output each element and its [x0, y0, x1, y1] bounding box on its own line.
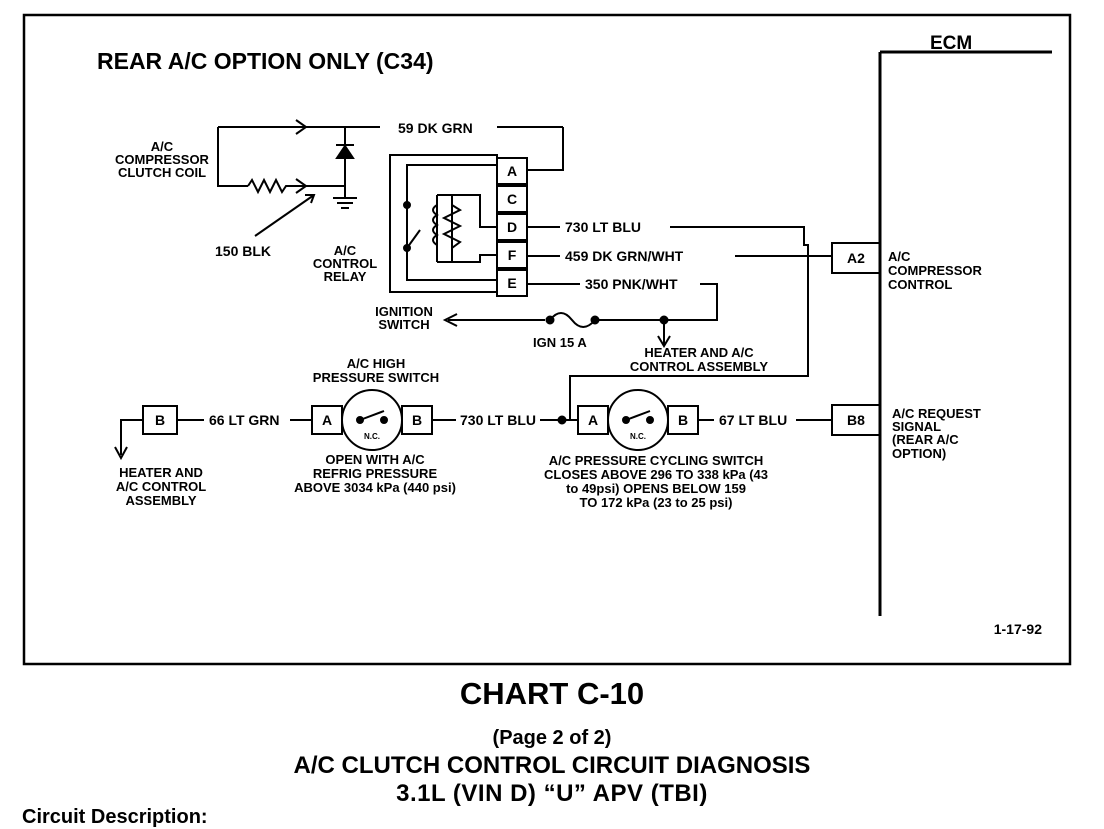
- wire-59-label: 59 DK GRN: [398, 120, 473, 136]
- left-connector-b: B: [155, 412, 165, 428]
- relay-pin-a: A: [507, 163, 517, 179]
- relay-pin-e: E: [507, 275, 516, 291]
- high-switch-desc-3: ABOVE 3034 kPa (440 psi): [294, 480, 456, 495]
- wire-730-bottom-label: 730 LT BLU: [460, 412, 536, 428]
- coil-label-2: COMPRESSOR: [115, 152, 210, 167]
- ecm-a2-label-3: CONTROL: [888, 277, 952, 292]
- circuit-description-heading: Circuit Description:: [22, 806, 208, 828]
- high-switch-title-2: PRESSURE SWITCH: [313, 370, 439, 385]
- cycling-switch-pin-a: A: [588, 412, 598, 428]
- ecm-label: ECM: [930, 33, 972, 54]
- cycling-switch-desc-1: A/C PRESSURE CYCLING SWITCH: [549, 453, 764, 468]
- ecm-b8-label-3: (REAR A/C: [892, 432, 959, 447]
- chart-subtitle: A/C CLUTCH CONTROL CIRCUIT DIAGNOSIS: [293, 752, 811, 779]
- wire-67-label: 67 LT BLU: [719, 412, 787, 428]
- fuse-label: IGN 15 A: [533, 335, 587, 350]
- relay-label-1: A/C: [334, 243, 357, 258]
- wire-150-label: 150 BLK: [215, 243, 271, 259]
- diagram-frame: [22, 13, 1072, 666]
- coil-label-1: A/C: [151, 139, 174, 154]
- hvac-bottom-label-2: A/C CONTROL: [116, 479, 206, 494]
- ignition-label-1: IGNITION: [375, 304, 433, 319]
- high-switch-nc: N.C.: [364, 432, 380, 441]
- high-switch-title-1: A/C HIGH: [347, 356, 406, 371]
- ecm-pin-b8: B8: [847, 412, 865, 428]
- relay-label-3: RELAY: [324, 269, 367, 284]
- hvac-bottom-label-3: ASSEMBLY: [125, 493, 196, 508]
- hvac-top-label-1: HEATER AND A/C: [644, 345, 754, 360]
- relay-pin-f: F: [508, 247, 517, 263]
- high-switch-desc-2: REFRIG PRESSURE: [313, 466, 438, 481]
- cycling-switch-pin-b: B: [678, 412, 688, 428]
- ecm-a2-label-2: COMPRESSOR: [888, 263, 983, 278]
- ecm-a2-label-1: A/C: [888, 249, 911, 264]
- vehicle-spec: 3.1L (VIN D) “U” APV (TBI): [396, 780, 708, 807]
- wire-66-label: 66 LT GRN: [209, 412, 280, 428]
- ecm-b8-label-1: A/C REQUEST: [892, 406, 981, 421]
- ecm-b8-label-2: SIGNAL: [892, 419, 941, 434]
- date-code: 1-17-92: [994, 621, 1042, 637]
- high-switch-pin-b: B: [412, 412, 422, 428]
- wire-459-label: 459 DK GRN/WHT: [565, 248, 684, 264]
- chart-page-indicator: (Page 2 of 2): [492, 727, 612, 749]
- relay-pin-c: C: [507, 191, 517, 207]
- cycling-switch-desc-3: to 49psi) OPENS BELOW 159: [566, 481, 746, 496]
- cycling-switch-nc: N.C.: [630, 432, 646, 441]
- hvac-bottom-label-1: HEATER AND: [119, 465, 203, 480]
- cycling-switch-desc-2: CLOSES ABOVE 296 TO 338 kPa (43: [544, 467, 768, 482]
- wiring-diagram: REAR A/C OPTION ONLY (C34) ECM A/C COMPR…: [22, 13, 1072, 666]
- coil-label-3: CLUTCH COIL: [118, 165, 206, 180]
- diagram-header: REAR A/C OPTION ONLY (C34): [97, 48, 434, 74]
- ecm-b8-label-4: OPTION): [892, 446, 946, 461]
- wire-350-label: 350 PNK/WHT: [585, 276, 678, 292]
- high-switch-pin-a: A: [322, 412, 332, 428]
- ecm-pin-a2: A2: [847, 250, 865, 266]
- wire-730-top-label: 730 LT BLU: [565, 219, 641, 235]
- high-switch-desc-1: OPEN WITH A/C: [325, 452, 425, 467]
- hvac-top-label-2: CONTROL ASSEMBLY: [630, 359, 769, 374]
- relay-pin-d: D: [507, 219, 517, 235]
- chart-title: CHART C-10: [459, 676, 645, 711]
- ignition-label-2: SWITCH: [378, 317, 429, 332]
- relay-label-2: CONTROL: [313, 256, 377, 271]
- cycling-switch-desc-4: TO 172 kPa (23 to 25 psi): [580, 495, 733, 510]
